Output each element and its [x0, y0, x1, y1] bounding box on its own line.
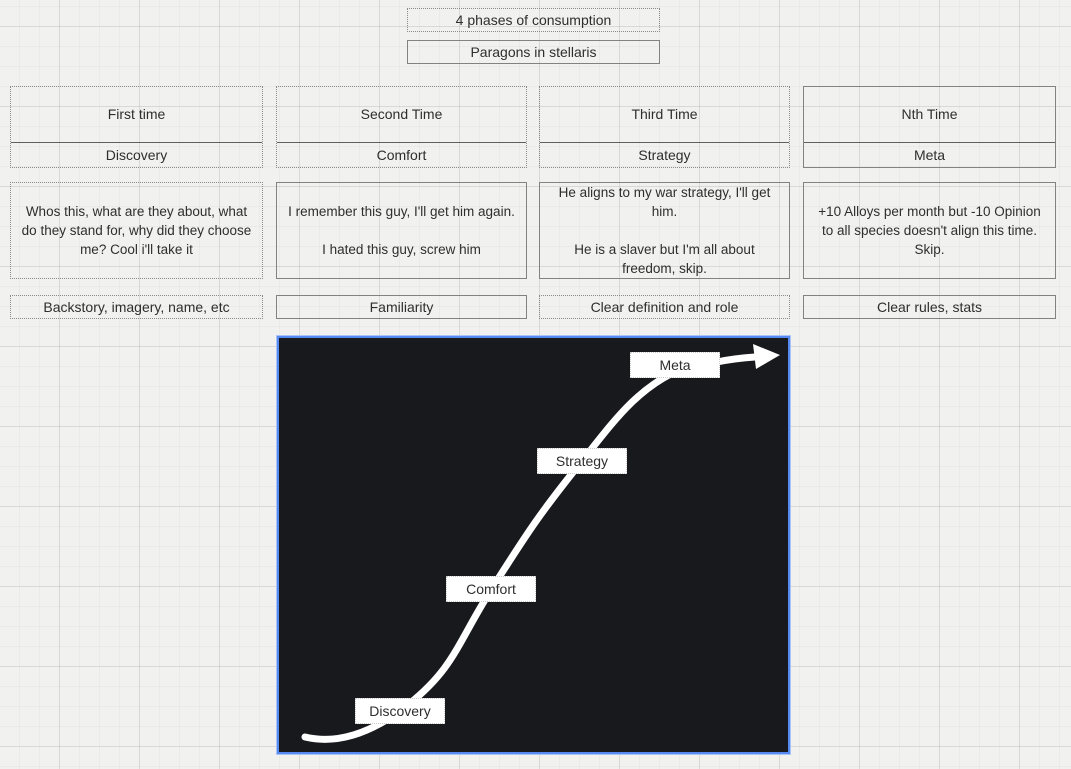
phase-takeaway-nth-time[interactable]: Clear rules, stats — [803, 295, 1056, 319]
phase-title: Third Time — [540, 87, 789, 143]
curve-label-meta[interactable]: Meta — [630, 352, 720, 378]
phase-card-nth-time[interactable]: Nth Time Meta — [803, 86, 1056, 168]
phase-concept: Comfort — [376, 146, 427, 163]
arrow-head-icon — [753, 344, 780, 369]
title-box-phases[interactable]: 4 phases of consumption — [407, 8, 660, 32]
phase-description-third-time[interactable]: He aligns to my war strategy, I'll get h… — [539, 182, 790, 279]
phase-takeaway-third-time[interactable]: Clear definition and role — [539, 295, 790, 319]
s-curve-chart-frame[interactable]: Discovery Comfort Strategy Meta — [277, 336, 790, 754]
arrow-shaft — [713, 353, 759, 366]
phase-takeaway-first-time[interactable]: Backstory, imagery, name, etc — [10, 295, 263, 319]
phase-concept: Meta — [913, 146, 946, 163]
phase-card-first-time[interactable]: First time Discovery — [10, 86, 263, 168]
s-curve-path — [301, 358, 721, 743]
curve-label-strategy[interactable]: Strategy — [537, 448, 627, 474]
phase-card-third-time[interactable]: Third Time Strategy — [539, 86, 790, 168]
phase-takeaway-second-time[interactable]: Familiarity — [276, 295, 527, 319]
phase-concept: Discovery — [105, 146, 168, 163]
phase-description-first-time[interactable]: Whos this, what are they about, what do … — [10, 182, 263, 279]
phase-title: Second Time — [277, 87, 526, 143]
phase-description-nth-time[interactable]: +10 Alloys per month but -10 Opinion to … — [803, 182, 1056, 279]
title-box-paragons[interactable]: Paragons in stellaris — [407, 40, 660, 64]
phase-concept: Strategy — [638, 146, 691, 163]
s-curve[interactable] — [279, 338, 788, 752]
phase-description-second-time[interactable]: I remember this guy, I'll get him again.… — [276, 182, 527, 279]
curve-label-comfort[interactable]: Comfort — [446, 576, 536, 602]
phase-card-second-time[interactable]: Second Time Comfort — [276, 86, 527, 168]
phase-title: Nth Time — [804, 87, 1055, 143]
curve-label-discovery[interactable]: Discovery — [355, 698, 445, 724]
phase-title: First time — [11, 87, 262, 143]
